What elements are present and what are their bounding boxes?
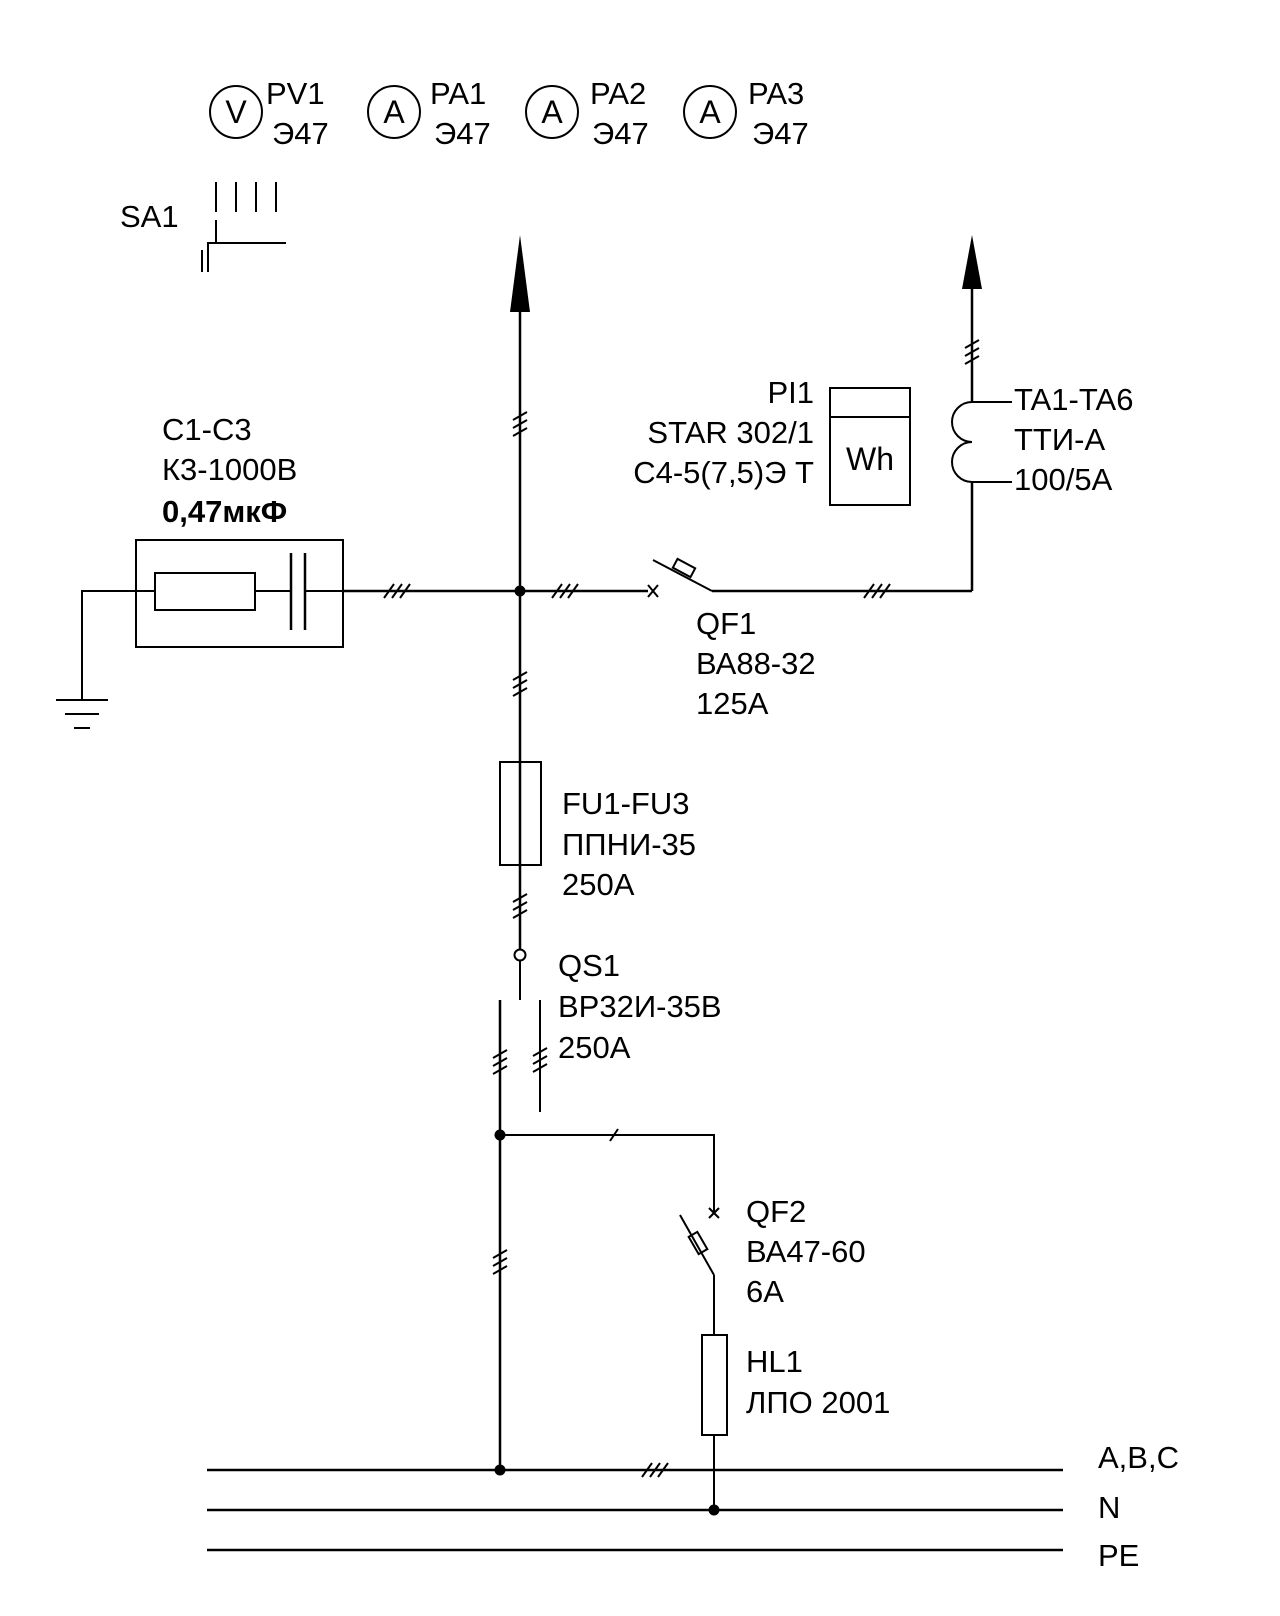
voltmeter-symbol (209, 85, 263, 139)
fuse-model: ППНИ-35 (562, 827, 696, 862)
energy-meter-model: STAR 302/1 (647, 415, 814, 450)
ammeter-model: Э47 (434, 116, 491, 151)
ammeter-letter: A (541, 94, 563, 130)
busbars: A,B,C N PE (207, 1440, 1179, 1573)
ammeter-symbol (683, 85, 737, 139)
capacitor-id: C1-C3 (162, 412, 252, 447)
contact-circle (513, 948, 527, 962)
energy-meter-type: С4-5(7,5)Э Т (633, 455, 814, 490)
energy-meter-id: PI1 (767, 375, 814, 410)
ammeter-letter: A (699, 94, 721, 130)
voltmeter-model: Э47 (272, 116, 329, 151)
fuse-rating: 250А (562, 867, 635, 902)
disconnector-model: ВР32И-35В (558, 989, 722, 1024)
ammeter-symbol (367, 85, 421, 139)
breaker-model: ВА47-60 (746, 1234, 866, 1269)
ammeter-letter: A (383, 94, 405, 130)
ammeter-model: Э47 (752, 116, 809, 151)
horizontal-link (343, 583, 648, 599)
breaker-blade (679, 1214, 715, 1276)
disconnector-qs1: QS1 ВР32И-35В 250А (492, 948, 722, 1135)
ammeter-id: PA2 (590, 76, 646, 111)
bus-label: PE (1098, 1538, 1139, 1573)
breaker-rating: 6А (746, 1274, 784, 1309)
breaker-qf1: QF1 ВА88-32 125А (647, 557, 972, 721)
bus-label: N (1098, 1490, 1120, 1525)
ground-icon (56, 699, 108, 729)
ammeter-symbol (525, 85, 579, 139)
signal-lamp (701, 1334, 728, 1436)
bus-label: A,B,C (1098, 1440, 1179, 1475)
main-riser (510, 235, 530, 762)
arrow-up-icon (962, 235, 982, 289)
energy-meter-box (829, 387, 911, 506)
switch-id: SA1 (120, 199, 179, 234)
selector-switch-sa1: SA1 (120, 182, 286, 272)
disconnector-id: QS1 (558, 948, 620, 983)
ammeter-pa1: A PA1 Э47 (367, 76, 491, 151)
ammeter-id: PA1 (430, 76, 486, 111)
voltmeter-id: PV1 (266, 76, 325, 111)
ammeter-model: Э47 (592, 116, 649, 151)
capacitor-block: C1-C3 К3-1000В 0,47мкФ (56, 412, 344, 729)
discharge-resistor (154, 572, 256, 611)
ct-ratio: 100/5А (1014, 462, 1113, 497)
capacitor-value: 0,47мкФ (162, 494, 287, 529)
ct-id: TA1-TA6 (1014, 382, 1133, 417)
ammeter-pa3: A PA3 Э47 (683, 76, 809, 151)
fuse-id: FU1-FU3 (562, 786, 689, 821)
voltmeter-letter: V (225, 94, 247, 130)
breaker-model: ВА88-32 (696, 646, 816, 681)
indication-branch: QF2 ВА47-60 6А HL1 ЛПО 2001 (500, 1128, 890, 1516)
fuse-fu1-fu3: FU1-FU3 ППНИ-35 250А (499, 761, 696, 949)
energy-meter-pi1: Wh PI1 STAR 302/1 С4-5(7,5)Э Т (633, 375, 911, 506)
energy-meter-symbol: Wh (846, 441, 894, 477)
capacitor-model: К3-1000В (162, 452, 297, 487)
right-riser: TA1-TA6 ТТИ-А 100/5А (951, 235, 1133, 591)
arrow-up-icon (510, 235, 530, 312)
breaker-id: QF2 (746, 1194, 806, 1229)
lamp-id: HL1 (746, 1344, 803, 1379)
breaker-id: QF1 (696, 606, 756, 641)
ammeter-id: PA3 (748, 76, 804, 111)
lamp-model: ЛПО 2001 (746, 1385, 890, 1420)
lower-riser (492, 1129, 508, 1476)
breaker-rating: 125А (696, 686, 769, 721)
voltmeter-pv1: V PV1 Э47 (209, 76, 329, 151)
disconnector-rating: 250А (558, 1030, 631, 1065)
breaker-blade (652, 559, 713, 592)
capacitor-housing (135, 539, 344, 648)
current-transformer-coil (951, 401, 1012, 483)
ammeter-pa2: A PA2 Э47 (525, 76, 649, 151)
ct-model: ТТИ-А (1014, 422, 1105, 457)
